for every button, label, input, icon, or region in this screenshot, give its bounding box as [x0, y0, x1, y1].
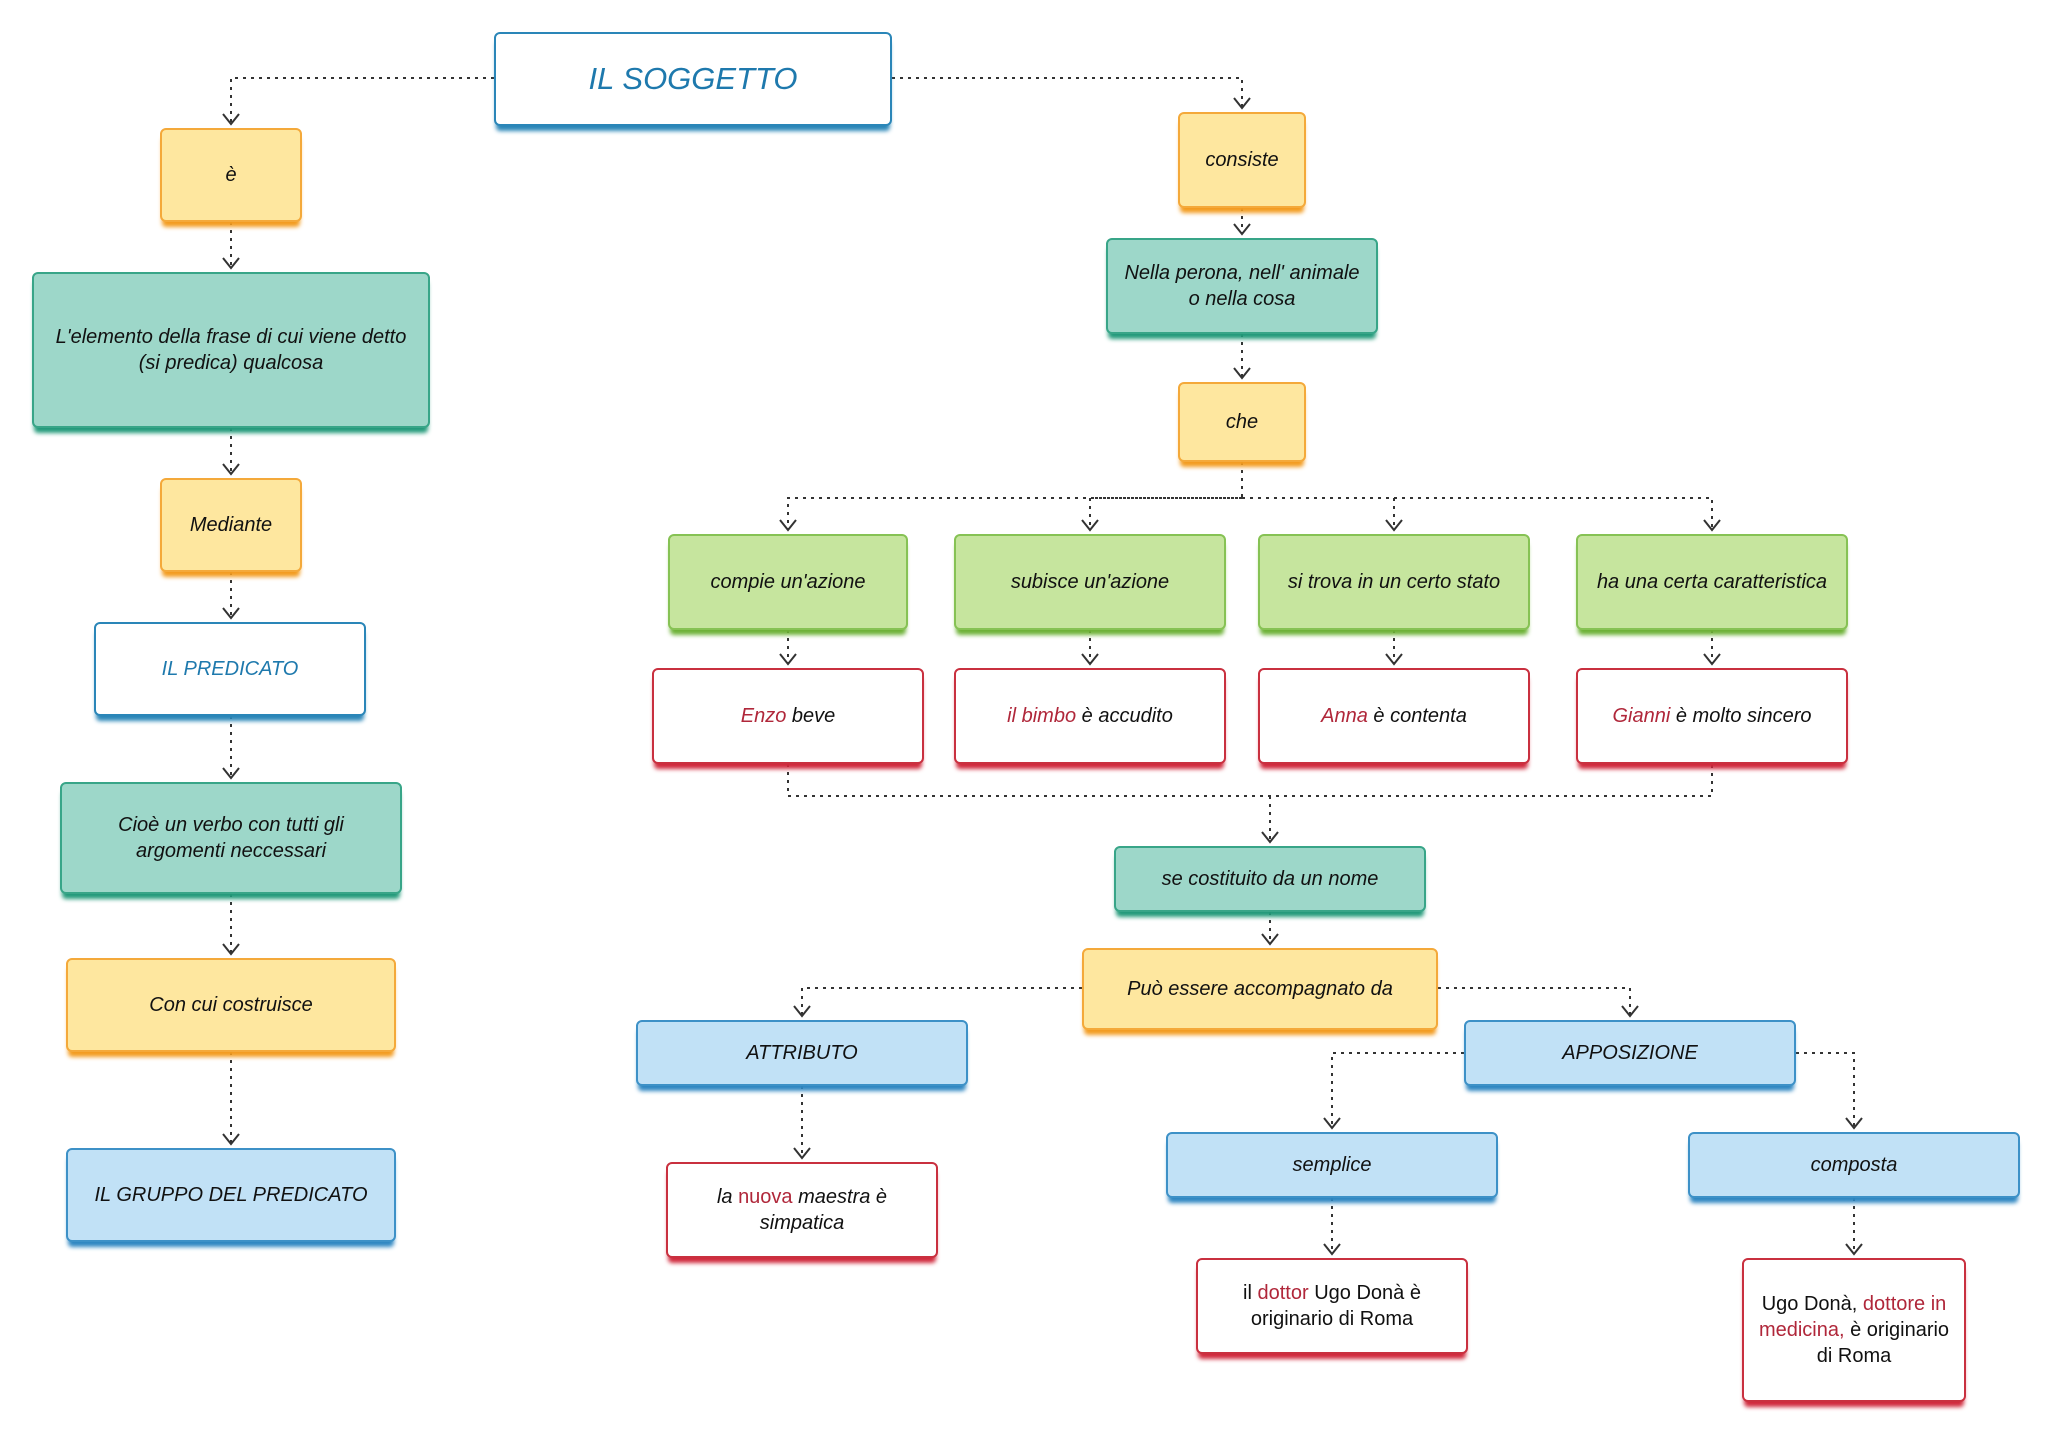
- example-subject: Enzo: [740, 705, 787, 727]
- node-se-costituito: se costituito da un nome: [1114, 846, 1426, 912]
- example-rest: beve: [786, 705, 836, 727]
- arrowhead: [779, 653, 797, 666]
- example-after: maestra è simpatica: [759, 1186, 888, 1234]
- arrowhead: [222, 607, 240, 620]
- example-semplice: il dottor Ugo Donà è originario di Roma: [1196, 1258, 1468, 1354]
- example-highlight: nuova: [738, 1186, 793, 1208]
- example-rest: è accudito: [1076, 705, 1173, 727]
- connector: [1089, 497, 1242, 530]
- node-puo-essere: Può essere accompagnato da: [1082, 948, 1438, 1030]
- node-che: che: [1178, 382, 1306, 462]
- arrowhead: [1621, 1005, 1639, 1018]
- arrowhead: [1081, 653, 1099, 666]
- node-definition: L'elemento della frase di cui viene dett…: [32, 272, 430, 428]
- arrowhead: [222, 257, 240, 270]
- arrowhead: [1703, 653, 1721, 666]
- example-before: la: [716, 1186, 739, 1208]
- example-gianni: Gianni è molto sincero: [1576, 668, 1848, 764]
- arrowhead: [1233, 223, 1251, 236]
- arrowhead: [793, 1005, 811, 1018]
- connector: [787, 764, 1713, 797]
- example-bimbo: il bimbo è accudito: [954, 668, 1226, 764]
- arrowhead: [779, 519, 797, 532]
- example-subject: Gianni: [1612, 705, 1671, 727]
- arrowhead: [1323, 1243, 1341, 1256]
- node-attributo: ATTRIBUTO: [636, 1020, 968, 1086]
- example-rest: è molto sincero: [1670, 705, 1812, 727]
- node-apposizione: APPOSIZIONE: [1464, 1020, 1796, 1086]
- branch-compie: compie un'azione: [668, 534, 908, 630]
- connector: [1242, 497, 1713, 530]
- example-highlight: dottor: [1257, 1282, 1309, 1304]
- connector: [1242, 497, 1395, 530]
- connector: [1438, 987, 1631, 1016]
- connector: [1331, 1052, 1464, 1128]
- node-con-cui: Con cui costruisce: [66, 958, 396, 1052]
- node-il-predicato: IL PREDICATO: [94, 622, 366, 716]
- example-subject: Anna: [1321, 705, 1368, 727]
- branch-subisce: subisce un'azione: [954, 534, 1226, 630]
- example-after: è originario di Roma: [1816, 1319, 1950, 1367]
- arrowhead: [793, 1147, 811, 1160]
- example-attributo: la nuova maestra è simpatica: [666, 1162, 938, 1258]
- example-composta: Ugo Donà, dottore in medicina, è origina…: [1742, 1258, 1966, 1402]
- arrowhead: [1261, 933, 1279, 946]
- connector: [1796, 1052, 1855, 1128]
- node-cioe: Cioè un verbo con tutti gli argomenti ne…: [60, 782, 402, 894]
- arrowhead: [222, 943, 240, 956]
- arrowhead: [1233, 367, 1251, 380]
- node-semplice: semplice: [1166, 1132, 1498, 1198]
- arrowhead: [1703, 519, 1721, 532]
- example-rest: è contenta: [1367, 705, 1467, 727]
- node-mediante: Mediante: [160, 478, 302, 572]
- example-highlight: dottore in medicina,: [1758, 1293, 1947, 1341]
- title-node: IL SOGGETTO: [494, 32, 892, 126]
- arrowhead: [1845, 1117, 1863, 1130]
- connector: [801, 987, 1082, 1016]
- example-before: Ugo Donà,: [1761, 1293, 1863, 1315]
- arrowhead: [222, 113, 240, 126]
- node-nella-persona: Nella perona, nell' animale o nella cosa: [1106, 238, 1378, 334]
- node-e: è: [160, 128, 302, 222]
- connector: [892, 77, 1243, 108]
- example-before: il: [1243, 1282, 1258, 1304]
- arrowhead: [1385, 653, 1403, 666]
- arrowhead: [1233, 97, 1251, 110]
- branch-si-trova: si trova in un certo stato: [1258, 534, 1530, 630]
- example-subject: il bimbo: [1007, 705, 1077, 727]
- arrowhead: [1845, 1243, 1863, 1256]
- example-after: Ugo Donà è originario di Roma: [1250, 1282, 1421, 1330]
- arrowhead: [222, 463, 240, 476]
- connector: [787, 462, 1243, 530]
- node-consiste: consiste: [1178, 112, 1306, 208]
- connector: [230, 77, 494, 124]
- arrowhead: [222, 767, 240, 780]
- arrowhead: [1323, 1117, 1341, 1130]
- arrowhead: [1385, 519, 1403, 532]
- example-enzo: Enzo beve: [652, 668, 924, 764]
- node-composta: composta: [1688, 1132, 2020, 1198]
- node-gruppo-predicato: IL GRUPPO DEL PREDICATO: [66, 1148, 396, 1242]
- example-anna: Anna è contenta: [1258, 668, 1530, 764]
- branch-caratteristica: ha una certa caratteristica: [1576, 534, 1848, 630]
- arrowhead: [1261, 831, 1279, 844]
- arrowhead: [1081, 519, 1099, 532]
- arrowhead: [222, 1133, 240, 1146]
